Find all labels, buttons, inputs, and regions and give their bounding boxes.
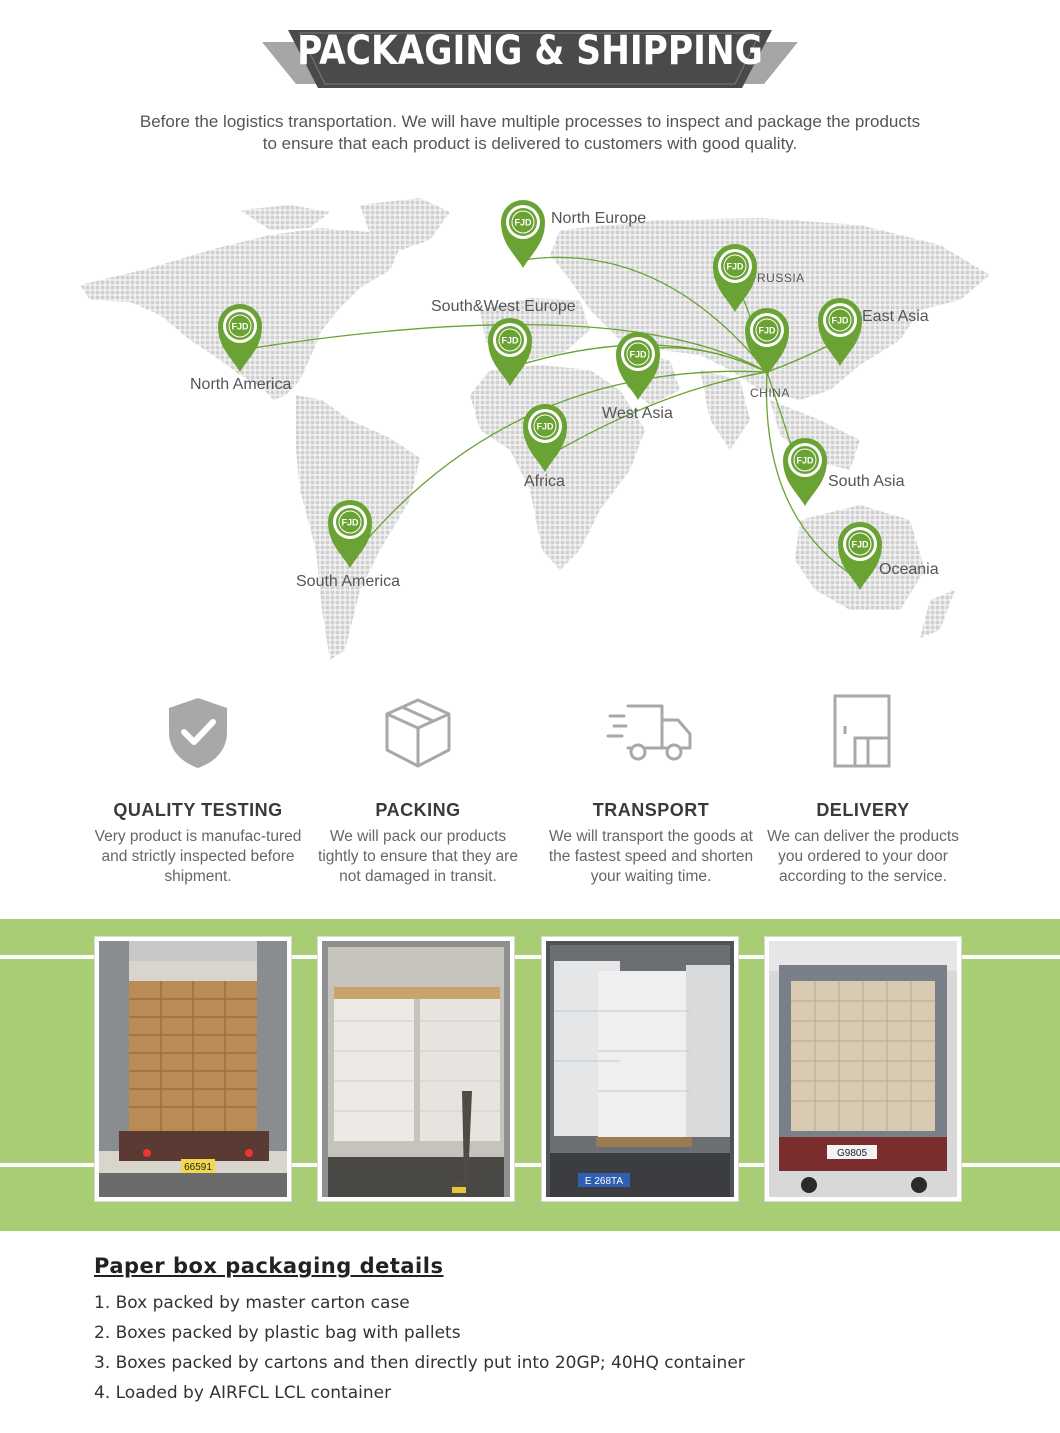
- plate-text-4: G9805: [837, 1148, 867, 1159]
- label-russia: RUSSIA: [757, 271, 805, 285]
- label-china: CHINA: [750, 386, 790, 400]
- photo-container-1: 66591: [95, 937, 291, 1201]
- feature-title: QUALITY TESTING: [113, 800, 283, 820]
- label-oceania: Oceania: [879, 561, 939, 578]
- photo-container-3: E 268TA: [542, 937, 738, 1201]
- container-photo-1: 66591: [99, 941, 287, 1197]
- plate-text-1: 66591: [184, 1162, 212, 1173]
- label-south-america: South America: [296, 573, 401, 590]
- details-list: 1. Box packed by master carton case 2. B…: [94, 1288, 745, 1408]
- container-photo-4: G9805: [769, 941, 957, 1197]
- photo-band-stripe: [0, 955, 1060, 1167]
- details-title: Paper box packaging details: [94, 1254, 444, 1278]
- feature-transport: TRANSPORT We will transport the goods at…: [536, 690, 766, 887]
- photo-container-4: G9805: [765, 937, 961, 1201]
- intro-line-1: Before the logistics transportation. We …: [139, 112, 921, 131]
- label-africa: Africa: [524, 473, 565, 490]
- world-map: FJD: [80, 198, 990, 660]
- label-north-america: North America: [190, 376, 292, 393]
- door-icon: [833, 694, 891, 768]
- feature-text: We will pack our products tightly to ens…: [318, 828, 518, 885]
- page-title: PACKAGING & SHIPPING: [297, 28, 763, 74]
- feature-title: PACKING: [375, 800, 461, 820]
- feature-text: Very product is manufac-tured and strict…: [94, 828, 302, 885]
- feature-title: DELIVERY: [816, 800, 910, 820]
- truck-icon: [606, 704, 692, 761]
- intro-text: Before the logistics transportation. We …: [80, 111, 980, 155]
- label-north-europe: North Europe: [551, 210, 647, 227]
- photo-container-2: [318, 937, 514, 1201]
- feature-title: TRANSPORT: [592, 800, 710, 820]
- box-icon: [385, 698, 451, 768]
- feature-packing: PACKING We will pack our products tightl…: [303, 690, 533, 887]
- plate-text-3: E 268TA: [585, 1176, 623, 1187]
- pin-south-asia: [782, 437, 828, 507]
- intro-line-2: to ensure that each product is delivered…: [262, 134, 798, 153]
- shield-check-icon: [169, 698, 227, 768]
- feature-text: We can deliver the products you ordered …: [767, 828, 959, 885]
- feature-text: We will transport the goods at the faste…: [548, 828, 754, 885]
- list-item: 3. Boxes packed by cartons and then dire…: [94, 1353, 745, 1373]
- feature-quality-testing: QUALITY TESTING Very product is manufac-…: [83, 690, 313, 887]
- list-item: 1. Box packed by master carton case: [94, 1293, 410, 1313]
- feature-delivery: DELIVERY We can deliver the products you…: [748, 690, 978, 887]
- label-south-west-europe: South&West Europe: [431, 298, 576, 315]
- header-banner: [262, 30, 798, 88]
- label-west-asia: West Asia: [602, 405, 673, 422]
- label-east-asia: East Asia: [862, 308, 929, 325]
- list-item: 4. Loaded by AIRFCL LCL container: [94, 1383, 392, 1403]
- container-photo-2: [322, 941, 510, 1197]
- label-south-asia: South Asia: [828, 473, 905, 490]
- list-item: 2. Boxes packed by plastic bag with pall…: [94, 1323, 461, 1343]
- container-photo-3: E 268TA: [546, 941, 734, 1197]
